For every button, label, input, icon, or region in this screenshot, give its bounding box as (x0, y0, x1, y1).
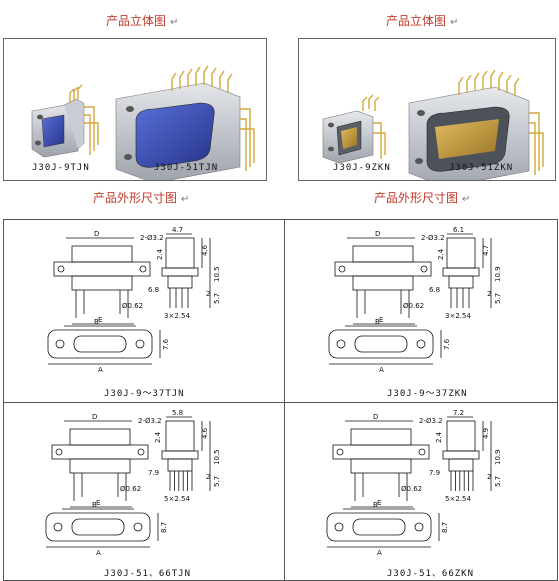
dim-h3-label: 2.4 (154, 431, 162, 443)
dim-h5-label: 5.7 (494, 293, 502, 304)
technical-drawing: D 2-Ø3.2E Ø0.62 6.1 4.7 10.9 5.72 6.8 3×2.54 2.4B… (328, 226, 502, 374)
dim-pin-dia-label: Ø0.62 (122, 302, 143, 310)
dim-pitch-label: 5×2.54 (445, 495, 471, 503)
dim-top-width-label: 5.8 (172, 409, 183, 417)
dim-e-label: E (379, 316, 383, 324)
photo-panel-tjn: J30J-9TJN J30J-51TJN (3, 38, 267, 184)
heading-text: 产品外形尺寸图 (374, 191, 459, 205)
dim-b-label: B (375, 318, 380, 326)
dim-h2-label: 10.5 (213, 266, 221, 282)
technical-drawing: D 2-Ø3.2E Ø0.62 5.8 4.6 10.5 5.72 7.9 5×2.54 2.4B… (45, 409, 221, 557)
dim-holes-label: 2-Ø3.2 (138, 417, 162, 425)
dim-top-width-label: 4.7 (172, 226, 183, 234)
dim-a-label: A (96, 549, 101, 557)
dim-h2-label: 10.5 (213, 449, 221, 465)
dim-d-label: D (373, 413, 378, 421)
dim-pin-label: 6.8 (429, 286, 440, 294)
dim-pitch-label: 3×2.54 (164, 312, 190, 320)
dim-h5-label: 5.7 (213, 476, 221, 487)
heading-outline-right: 产品外形尺寸图↵ (374, 189, 470, 206)
dim-e-label: E (377, 499, 381, 507)
dim-h4-label: 2 (206, 473, 210, 481)
dim-pin-label: 7.9 (429, 469, 440, 477)
dim-holes-label: 2-Ø3.2 (419, 417, 443, 425)
dim-d-label: D (375, 230, 380, 238)
photo-label-9zkn: J30J-9ZKN (333, 163, 391, 173)
dim-h3-label: 2.4 (435, 431, 443, 443)
dim-top-width-label: 7.2 (453, 409, 464, 417)
return-mark-icon: ↵ (462, 194, 471, 205)
dim-a-label: A (377, 549, 382, 557)
dim-pitch-label: 5×2.54 (164, 495, 190, 503)
drawing-title: J30J-9～37TJN (104, 389, 185, 399)
dim-pin-dia-label: Ø0.62 (403, 302, 424, 310)
dim-b-label: B (92, 501, 97, 509)
dim-side-height-label: 8.7 (160, 522, 168, 533)
dim-a-label: A (379, 366, 384, 374)
dim-h2-label: 10.9 (494, 449, 502, 465)
technical-drawing: D 2-Ø3.2E Ø0.62 7.2 4.9 10.9 5.72 7.9 5×2.54 2.4B… (326, 409, 502, 557)
drawing-title: J30J-9～37ZKN (387, 389, 468, 399)
dim-h3-label: 2.4 (437, 248, 445, 260)
dim-b-label: B (373, 501, 378, 509)
dim-h5-label: 5.7 (494, 476, 502, 487)
dim-side-height-label: 7.6 (443, 338, 451, 350)
heading-outline-left: 产品外形尺寸图↵ (93, 189, 189, 206)
connector-9zkn-image (322, 94, 386, 164)
heading-text: 产品立体图 (106, 14, 167, 28)
dim-h4-label: 2 (487, 290, 491, 298)
connector-photos-tjn (31, 65, 255, 184)
heading-3d-right: 产品立体图↵ (386, 12, 458, 29)
drawing-title: J30J-51、66TJN (104, 569, 192, 579)
grid-divider-horizontal (4, 402, 557, 403)
dim-h2-label: 10.9 (494, 266, 502, 282)
dim-h1-label: 4.6 (201, 244, 209, 256)
dim-h1-label: 4.7 (482, 245, 490, 256)
return-mark-icon: ↵ (170, 17, 179, 28)
dim-d-label: D (92, 413, 97, 421)
dim-pin-dia-label: Ø0.62 (120, 485, 141, 493)
dim-side-height-label: 8.7 (441, 522, 449, 533)
dim-h3-label: 2.4 (156, 248, 164, 260)
dim-h4-label: 2 (206, 290, 210, 298)
dim-side-height-label: 7.6 (162, 338, 170, 350)
dim-d-label: D (94, 230, 99, 238)
dim-h4-label: 2 (487, 473, 491, 481)
photo-label-51zkn: J30J-51ZKN (449, 163, 514, 173)
return-mark-icon: ↵ (181, 194, 190, 205)
dim-b-label: B (94, 318, 99, 326)
dim-h5-label: 5.7 (213, 293, 221, 304)
dim-pin-label: 6.8 (148, 286, 159, 294)
photo-label-9tjn: J30J-9TJN (32, 163, 90, 173)
photo-label-51tjn: J30J-51TJN (154, 163, 219, 173)
connector-51tjn-image (115, 65, 255, 184)
connector-9tjn-image (31, 84, 99, 158)
photo-panel-zkn: J30J-9ZKN J30J-51ZKN (298, 38, 556, 188)
technical-drawing: D 2-Ø3.2E Ø0.62 4.7 4.6 10.5 5.72 6.8 3×2.54 2.4B… (47, 226, 221, 374)
dim-pitch-label: 3×2.54 (445, 312, 471, 320)
dim-e-label: E (96, 499, 100, 507)
dim-top-width-label: 6.1 (453, 226, 464, 234)
dim-e-label: E (98, 316, 102, 324)
dim-pin-dia-label: Ø0.62 (401, 485, 422, 493)
connector-51zkn-image (408, 69, 544, 188)
return-mark-icon: ↵ (450, 17, 459, 28)
dim-holes-label: 2-Ø3.2 (421, 234, 445, 242)
drawing-title: J30J-51、66ZKN (387, 569, 475, 579)
connector-photos-zkn (322, 69, 544, 188)
heading-text: 产品外形尺寸图 (93, 191, 178, 205)
dim-holes-label: 2-Ø3.2 (140, 234, 164, 242)
dim-h1-label: 4.9 (482, 428, 490, 439)
heading-text: 产品立体图 (386, 14, 447, 28)
heading-3d-left: 产品立体图↵ (106, 12, 178, 29)
dim-a-label: A (98, 366, 103, 374)
dim-pin-label: 7.9 (148, 469, 159, 477)
grid-divider-vertical (284, 220, 285, 580)
dim-h1-label: 4.6 (201, 427, 209, 439)
